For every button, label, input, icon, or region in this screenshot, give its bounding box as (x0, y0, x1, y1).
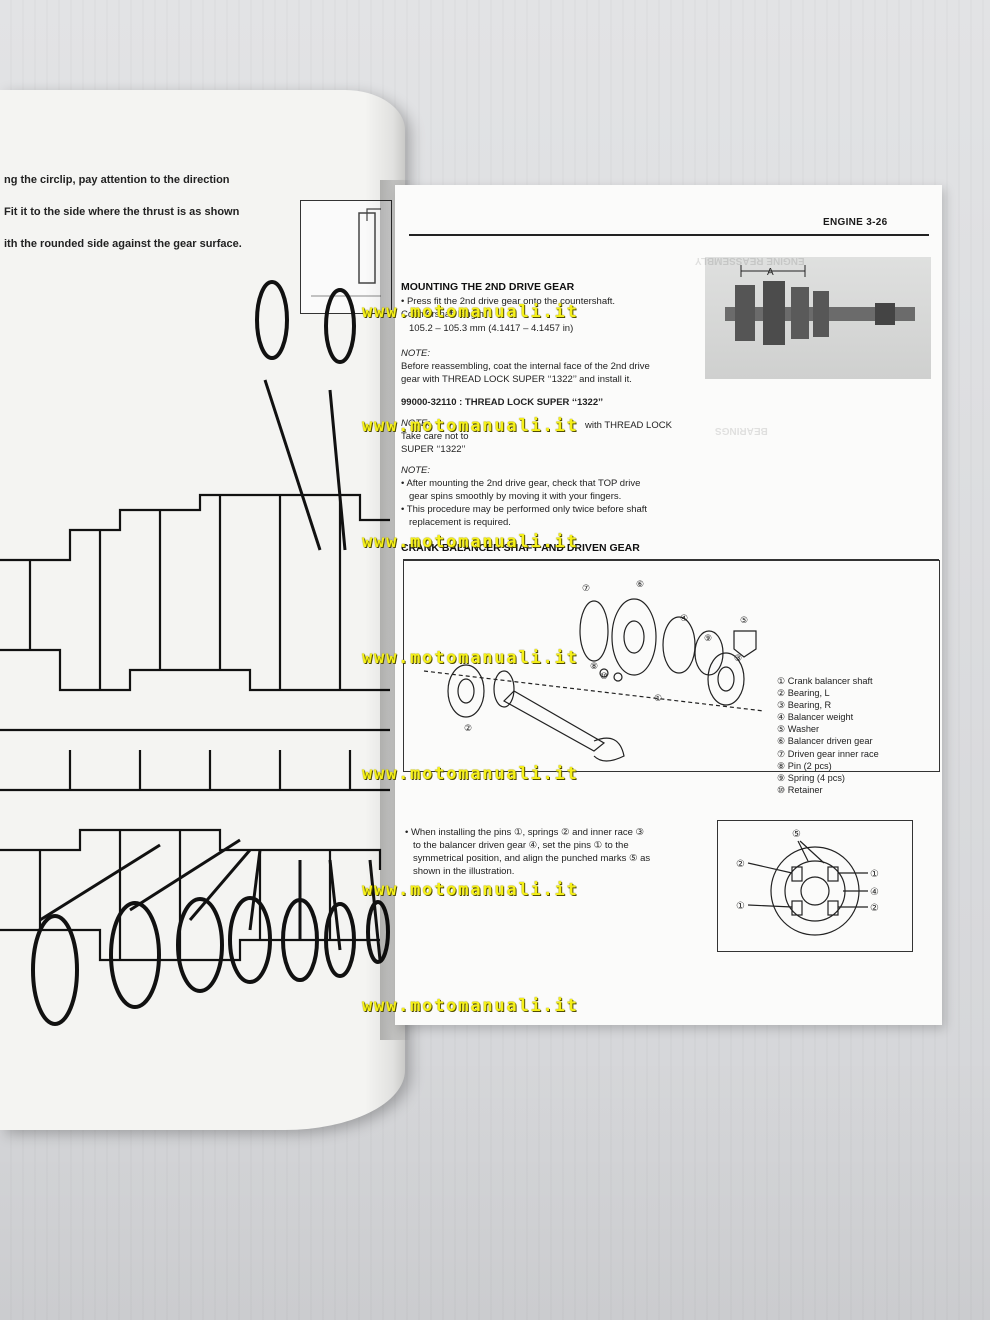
left-page-text: ng the circlip, pay attention to the dir… (4, 156, 294, 268)
instruction-line: to the balancer driven gear ④, set the p… (413, 840, 629, 851)
parts-legend: ① Crank balancer shaft ② Bearing, L ③ Be… (777, 675, 879, 796)
left-text-line: Fit it to the side where the thrust is a… (4, 206, 240, 218)
left-page: ng the circlip, pay attention to the dir… (0, 90, 405, 1130)
diagram-callout: ⑨ (704, 634, 712, 644)
countershaft-image: A (725, 265, 915, 345)
small-callout: ② (736, 859, 745, 870)
legend-item: ⑨ Spring (4 pcs) (777, 772, 845, 783)
section-rule (403, 559, 939, 561)
right-page: ENGINE 3-26 A MOUNTING THE 2ND DRIVE GEA… (395, 185, 942, 1025)
small-callout: ④ (870, 887, 879, 898)
part-number-line: 99000-32110 : THREAD LOCK SUPER ‘‘1322’’ (401, 397, 604, 408)
legend-item: ④ Balancer weight (777, 712, 854, 723)
left-text-line: ng the circlip, pay attention to the dir… (4, 174, 230, 186)
diagram-callout: ⑦ (582, 584, 590, 594)
instruction-line: symmetrical position, and align the punc… (413, 853, 651, 864)
watermark: www.motomanuali.it (362, 648, 579, 668)
note-line: • This procedure may be performed only t… (401, 504, 648, 515)
watermark: www.motomanuali.it (362, 532, 579, 552)
spec-value: 105.2 – 105.3 mm (4.1417 – 4.1457 in) (409, 323, 574, 334)
pin-alignment-diagram: ⑤ ② ① ④ ② ① (717, 820, 913, 952)
watermark: www.motomanuali.it (362, 880, 579, 900)
note-label: NOTE: (401, 348, 431, 359)
small-callout: ② (870, 903, 879, 914)
section-title-2nd-drive-gear: MOUNTING THE 2ND DRIVE GEAR (401, 281, 575, 293)
diagram-callout: ① (654, 694, 662, 704)
section-title-crank-balancer: CRANK BALANCER SHAFT AND DRIVEN GEAR (401, 542, 640, 554)
diagram-callout: ④ (680, 614, 688, 624)
instruction-line: • Press fit the 2nd drive gear onto the … (401, 296, 616, 307)
diagram-callout: ② (464, 724, 472, 734)
legend-item: ② Bearing, L (777, 688, 830, 699)
show-through-text: BEARINGS (715, 425, 768, 436)
page-header: ENGINE 3-26 (823, 217, 888, 228)
note-line: Take care not to (401, 431, 469, 442)
watermark: www.motomanuali.it (362, 416, 579, 436)
pin-alignment-drawing: ⑤ ② ① ④ ② ① (736, 829, 879, 936)
note-label: NOTE: (401, 465, 431, 476)
left-text-line: ith the rounded side against the gear su… (4, 238, 242, 250)
balancer-exploded-diagram: ② ① ⑦ ⑥ ④ ⑨ ③ ⑧ ⑩ ⑤ (403, 560, 940, 772)
note-line: gear with THREAD LOCK SUPER ‘‘1322’’ and… (401, 374, 632, 385)
note-line: • After mounting the 2nd drive gear, che… (401, 478, 641, 489)
diagram-callout: ⑧ (590, 662, 598, 672)
diagram-callout: ⑤ (740, 616, 748, 626)
legend-item: ⑥ Balancer driven gear (777, 736, 873, 747)
note-label: NOTE: (401, 418, 431, 429)
diagram-callout: ⑩ (600, 672, 608, 682)
exploded-view-drawing: ② ① ⑦ ⑥ ④ ⑨ ③ ⑧ ⑩ ⑤ (423, 580, 765, 762)
note-line: replacement is required. (409, 517, 511, 528)
legend-item: ⑩ Retainer (777, 784, 823, 795)
small-callout: ① (736, 901, 745, 912)
instruction-line: shown in the illustration. (413, 866, 515, 877)
watermark: www.motomanuali.it (362, 764, 579, 784)
instruction-line: • When installing the pins ①, springs ② … (405, 827, 645, 838)
legend-item: ⑤ Washer (777, 724, 820, 735)
watermark: www.motomanuali.it (362, 302, 579, 322)
diagram-callout: ③ (734, 654, 742, 664)
small-callout: ⑤ (792, 829, 801, 840)
dimension-label: A (767, 267, 774, 278)
header-rule (409, 234, 929, 236)
note-line: SUPER ‘‘1322’’ (401, 444, 466, 455)
watermark: www.motomanuali.it (362, 996, 579, 1016)
legend-item: ① Crank balancer shaft (777, 676, 873, 686)
legend-item: ⑦ Driven gear inner race (777, 748, 879, 759)
note-line: gear spins smoothly by moving it with yo… (409, 491, 622, 502)
countershaft-photo: A (705, 257, 931, 379)
small-callout: ① (870, 869, 879, 880)
note-line: with THREAD LOCK (585, 420, 672, 431)
transmission-diagram (0, 280, 390, 1026)
diagram-callout: ⑥ (636, 580, 644, 590)
legend-item: ③ Bearing, R (777, 700, 832, 711)
note-line: Before reassembling, coat the internal f… (401, 361, 650, 372)
show-through-text: ENGINE REASSEMBLY (695, 255, 805, 266)
legend-item: ⑧ Pin (2 pcs) (777, 760, 832, 771)
spec-label: Countershaft length (401, 309, 484, 320)
